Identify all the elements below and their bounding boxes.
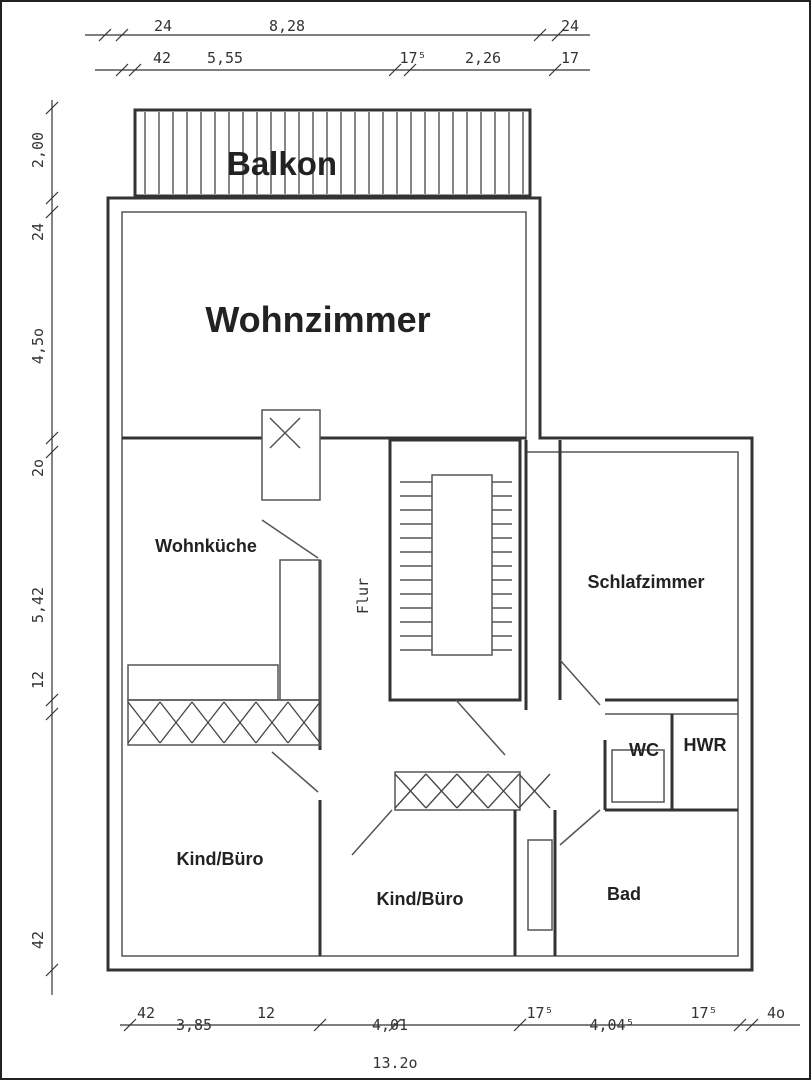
- room-label-balkon: Balkon: [227, 145, 337, 182]
- room-label-flur: Flur: [354, 578, 372, 614]
- dimension-lines: [45, 28, 800, 1032]
- dim-top-2-26: 2,26: [465, 49, 501, 67]
- dim-bottom-42: 42: [137, 1004, 155, 1022]
- dim-top-24-left: 24: [154, 17, 172, 35]
- dim-top-8-28: 8,28: [269, 17, 305, 35]
- exterior-walls: [106, 196, 754, 972]
- room-label-bad: Bad: [607, 884, 641, 904]
- dim-left-20: 2o: [29, 459, 47, 477]
- dim-bottom-3-85: 3,85: [176, 1016, 212, 1034]
- room-label-wohnkueche: Wohnküche: [155, 536, 257, 556]
- interior-walls: [122, 409, 738, 956]
- room-label-schlafzimmer: Schlafzimmer: [587, 572, 704, 592]
- dim-bottom-12: 12: [257, 1004, 275, 1022]
- dim-bottom-40: 4o: [767, 1004, 785, 1022]
- dim-bottom-17-5-a: 17⁵: [526, 1004, 553, 1022]
- dim-left-2-00: 2,00: [29, 132, 47, 168]
- room-label-kind-buero-mid: Kind/Büro: [377, 889, 464, 909]
- dim-bottom-17-5-b: 17⁵: [690, 1004, 717, 1022]
- dim-bottom-4-01: 4,01: [372, 1016, 408, 1034]
- dim-top-17-5: 17⁵: [399, 49, 426, 67]
- dim-left-5-42: 5,42: [29, 587, 47, 623]
- room-label-wohnzimmer: Wohnzimmer: [205, 299, 430, 340]
- dim-top-42: 42: [153, 49, 171, 67]
- dim-bottom-4-04-5: 4,04⁵: [589, 1016, 634, 1034]
- balcony-railing: [133, 108, 532, 198]
- dim-left-4-50: 4,5o: [29, 328, 47, 364]
- dim-left-42: 42: [29, 931, 47, 949]
- dim-top-17: 17: [561, 49, 579, 67]
- dim-bottom-total: 13.2o: [372, 1054, 417, 1072]
- dim-left-12: 12: [29, 671, 47, 689]
- dim-left-24: 24: [29, 223, 47, 241]
- room-label-wc: WC: [629, 740, 659, 760]
- dim-top-5-55: 5,55: [207, 49, 243, 67]
- room-label-hwr: HWR: [684, 735, 727, 755]
- room-label-kind-buero-left: Kind/Büro: [177, 849, 264, 869]
- dim-top-24-right: 24: [561, 17, 579, 35]
